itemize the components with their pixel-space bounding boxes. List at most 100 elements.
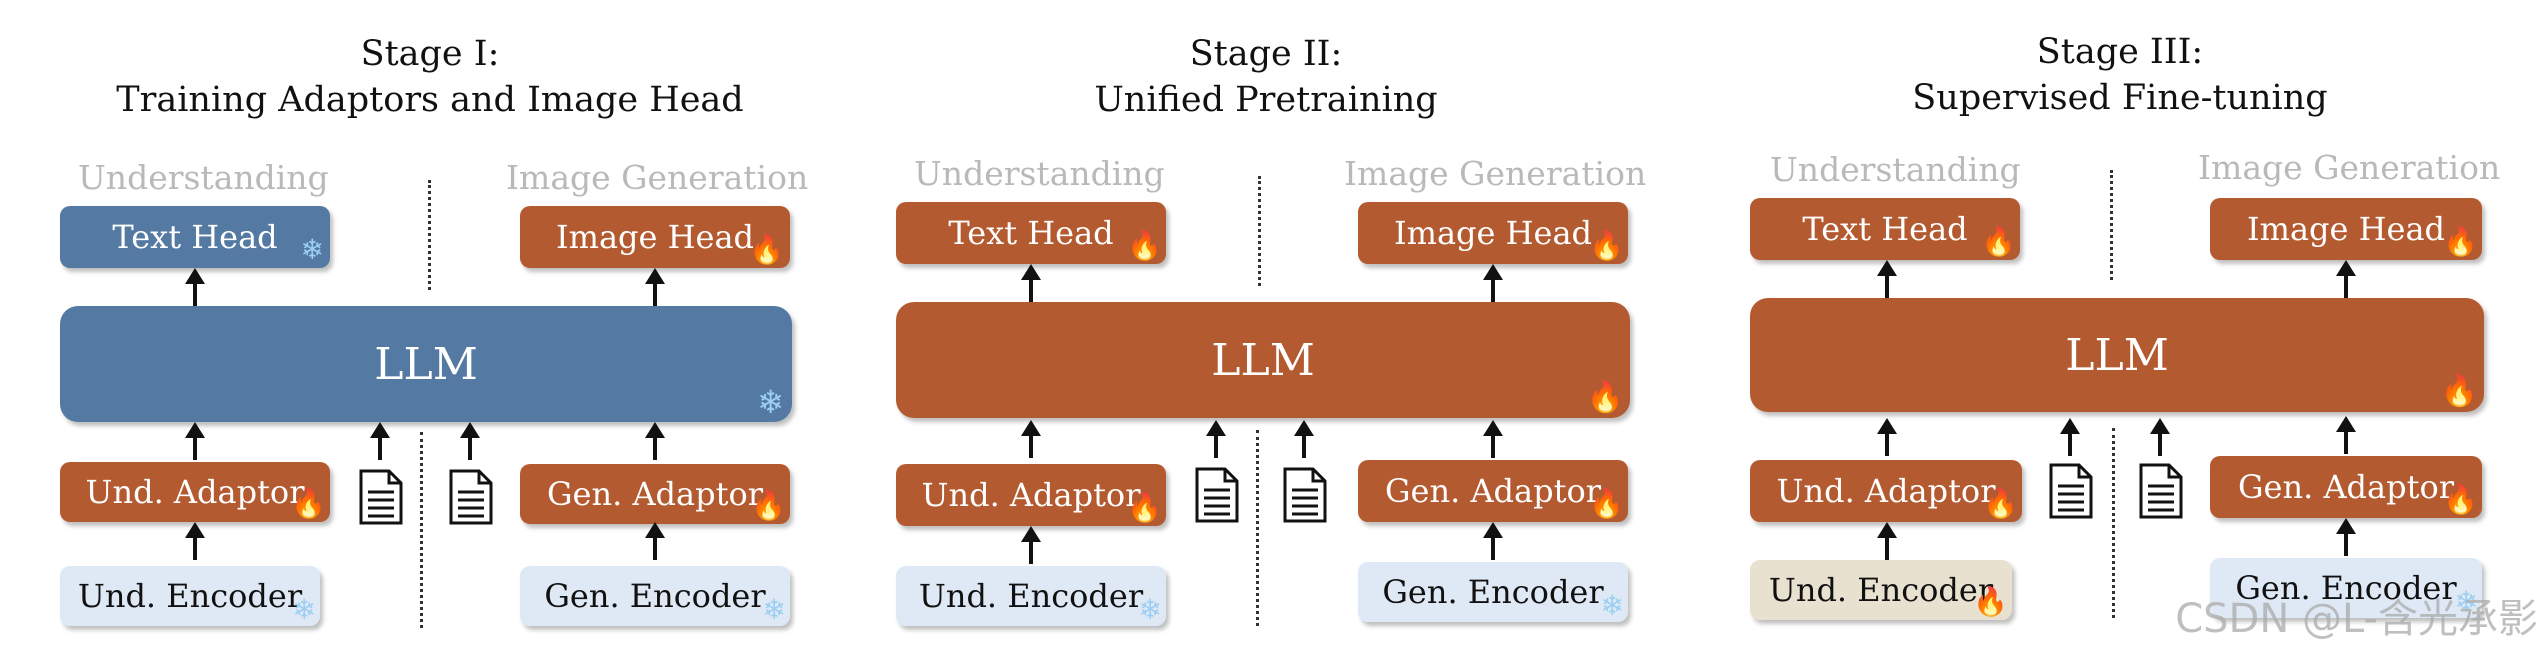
flame-icon: 🔥 <box>1127 491 1162 524</box>
llm-label: LLM <box>2065 329 2169 381</box>
und-adaptor: Und. Adaptor 🔥 <box>1750 460 2022 522</box>
divider-top <box>428 180 431 290</box>
gen-adaptor: Gen. Adaptor 🔥 <box>520 464 790 524</box>
arrow-gen-adaptor-to-llm <box>1483 420 1503 458</box>
document-icon <box>2139 463 2183 519</box>
gen-encoder: Gen. Encoder ❄ <box>1358 562 1628 622</box>
flame-icon: 🔥 <box>1973 585 2008 618</box>
llm-block: LLM ❄ <box>60 306 792 422</box>
snowflake-icon: ❄ <box>2454 585 2478 618</box>
arrow-und-encoder-to-adaptor <box>185 522 205 560</box>
stage-subtitle: Unified Pretraining <box>1094 80 1438 120</box>
arrow-text-right-to-llm <box>2150 418 2170 456</box>
arrow-llm-to-image-head <box>645 268 665 306</box>
und-adaptor-label: Und. Adaptor <box>1776 472 1996 510</box>
arrow-text-left-to-llm <box>370 422 390 460</box>
gen-adaptor: Gen. Adaptor 🔥 <box>1358 460 1628 522</box>
text-head: Text Head 🔥 <box>1750 198 2020 260</box>
arrow-und-encoder-to-adaptor <box>1021 526 1041 564</box>
flame-icon: 🔥 <box>1589 487 1624 520</box>
gen-encoder-label: Gen. Encoder <box>544 577 766 615</box>
flame-icon: 🔥 <box>1981 225 2016 258</box>
snowflake-icon: ❄ <box>1138 593 1162 626</box>
arrow-gen-encoder-to-adaptor <box>645 522 665 560</box>
image-generation-label: Image Generation <box>506 158 809 197</box>
flame-icon: 🔥 <box>751 489 786 522</box>
flame-icon: 🔥 <box>1983 487 2018 520</box>
gen-adaptor-label: Gen. Adaptor <box>546 475 764 513</box>
arrow-text-right-to-llm <box>1294 420 1314 458</box>
arrow-und-adaptor-to-llm <box>1877 418 1897 456</box>
snowflake-icon: ❄ <box>300 233 324 266</box>
text-head-label: Text Head <box>948 214 1114 252</box>
image-head: Image Head 🔥 <box>520 206 790 268</box>
stage-title: Stage III: <box>2036 32 2204 72</box>
image-generation-label: Image Generation <box>2198 148 2501 187</box>
arrow-gen-adaptor-to-llm <box>645 422 665 460</box>
arrow-llm-to-image-head <box>1483 264 1503 302</box>
flame-icon: 🔥 <box>1127 229 1162 262</box>
und-encoder-label: Und. Encoder <box>918 577 1144 615</box>
llm-block: LLM 🔥 <box>1750 298 2484 412</box>
stage-2-panel: Stage II: Unified Pretraining Understand… <box>866 0 1666 658</box>
flame-icon: 🔥 <box>2440 374 2478 409</box>
arrow-text-right-to-llm <box>460 422 480 460</box>
understanding-label: Understanding <box>1770 150 2021 189</box>
arrow-text-left-to-llm <box>1206 420 1226 458</box>
document-icon <box>1195 467 1239 523</box>
und-encoder-label: Und. Encoder <box>1768 571 1994 609</box>
divider-top <box>1258 176 1261 286</box>
stage-title: Stage I: <box>360 34 500 74</box>
gen-encoder: Gen. Encoder ❄ <box>2210 558 2482 618</box>
image-head-label: Image Head <box>555 218 755 256</box>
stage-1-panel: Stage I: Training Adaptors and Image Hea… <box>30 0 830 658</box>
flame-icon: 🔥 <box>291 487 326 520</box>
document-icon <box>1283 467 1327 523</box>
gen-adaptor-label: Gen. Adaptor <box>2237 468 2455 506</box>
flame-icon: 🔥 <box>1589 229 1624 262</box>
text-head-label: Text Head <box>1802 210 1968 248</box>
llm-label: LLM <box>1211 334 1315 386</box>
snowflake-icon: ❄ <box>1600 589 1624 622</box>
und-encoder: Und. Encoder ❄ <box>896 566 1166 626</box>
arrow-und-adaptor-to-llm <box>1021 420 1041 458</box>
text-head: Text Head ❄ <box>60 206 330 268</box>
image-generation-label: Image Generation <box>1344 154 1647 193</box>
arrow-text-left-to-llm <box>2060 418 2080 456</box>
gen-encoder-label: Gen. Encoder <box>1382 573 1604 611</box>
image-head: Image Head 🔥 <box>2210 198 2482 260</box>
document-icon <box>449 469 493 525</box>
stage-3-panel: Stage III: Supervised Fine-tuning Unders… <box>1720 0 2520 658</box>
und-adaptor: Und. Adaptor 🔥 <box>896 464 1166 526</box>
arrow-llm-to-text-head <box>185 268 205 306</box>
und-encoder: Und. Encoder ❄ <box>60 566 320 626</box>
arrow-und-encoder-to-adaptor <box>1877 522 1897 560</box>
arrow-gen-encoder-to-adaptor <box>2336 518 2356 556</box>
und-encoder-label: Und. Encoder <box>77 577 303 615</box>
understanding-label: Understanding <box>78 158 329 197</box>
und-adaptor-label: Und. Adaptor <box>921 476 1141 514</box>
gen-encoder-label: Gen. Encoder <box>2235 569 2457 607</box>
document-icon <box>359 469 403 525</box>
text-head-label: Text Head <box>112 218 278 256</box>
und-adaptor-label: Und. Adaptor <box>85 473 305 511</box>
llm-label: LLM <box>374 338 478 390</box>
image-head: Image Head 🔥 <box>1358 202 1628 264</box>
document-icon <box>2049 463 2093 519</box>
divider-bottom <box>2112 428 2115 618</box>
gen-adaptor-label: Gen. Adaptor <box>1384 472 1602 510</box>
und-adaptor: Und. Adaptor 🔥 <box>60 462 330 522</box>
gen-encoder: Gen. Encoder ❄ <box>520 566 790 626</box>
image-head-label: Image Head <box>2246 210 2446 248</box>
divider-bottom <box>1256 430 1259 626</box>
und-encoder: Und. Encoder 🔥 <box>1750 560 2012 620</box>
text-head: Text Head 🔥 <box>896 202 1166 264</box>
divider-bottom <box>420 432 423 628</box>
flame-icon: 🔥 <box>2443 483 2478 516</box>
snowflake-icon: ❄ <box>292 593 316 626</box>
llm-block: LLM 🔥 <box>896 302 1630 418</box>
arrow-und-adaptor-to-llm <box>185 422 205 460</box>
stage-subtitle: Supervised Fine-tuning <box>1912 78 2328 118</box>
arrow-gen-adaptor-to-llm <box>2336 416 2356 454</box>
snowflake-icon: ❄ <box>757 383 784 421</box>
